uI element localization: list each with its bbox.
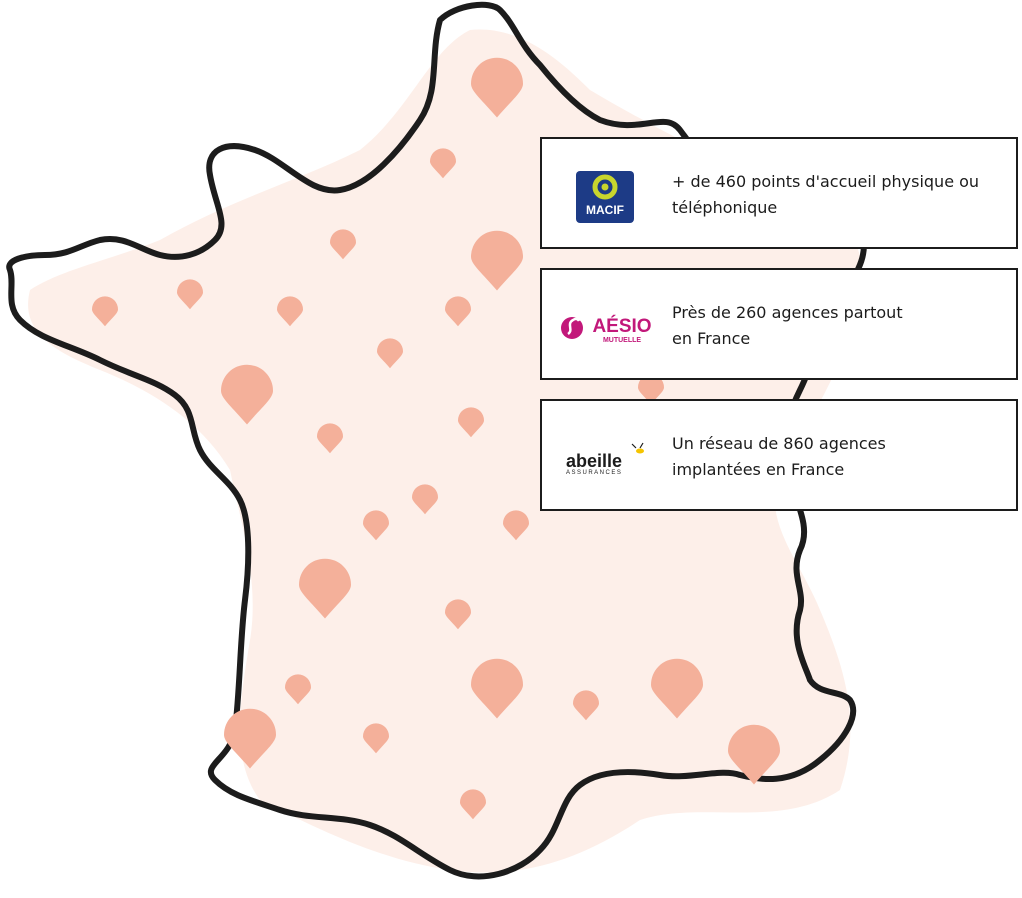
map-pin-icon <box>445 296 471 327</box>
map-pin-icon <box>445 599 471 630</box>
bee-icon <box>631 442 644 454</box>
map-pin-icon <box>317 423 343 454</box>
map-pin-icon <box>638 374 664 405</box>
map-pin-icon <box>299 558 351 619</box>
aesio-logo-subtext: MUTUELLE <box>603 337 641 344</box>
map-pin-icon <box>573 690 599 721</box>
map-pin-icon <box>651 658 703 719</box>
aesio-description: Près de 260 agences partout en France <box>672 300 1007 352</box>
aesio-logo-icon: AÉSIO MUTUELLE <box>561 315 652 344</box>
map-pin-icon <box>363 510 389 541</box>
map-pin-icon <box>285 674 311 705</box>
abeille-description: Un réseau de 860 agences implantées en F… <box>672 431 1007 483</box>
abeille-logo-container: abeille ASSURANCES <box>560 421 670 489</box>
map-pin-icon <box>728 724 780 785</box>
network-card-aesio: AÉSIO MUTUELLE Près de 260 agences parto… <box>540 268 1018 380</box>
map-pin-icon <box>460 789 486 820</box>
macif-logo-icon: MACIF <box>576 171 634 223</box>
map-pin-icon <box>363 723 389 754</box>
abeille-line-1: Un réseau de 860 agences <box>672 434 886 453</box>
macif-logo-text: MACIF <box>586 203 624 217</box>
map-pin-icon <box>471 658 523 719</box>
map-pin-icon <box>430 148 456 179</box>
agency-pins <box>92 57 780 820</box>
network-card-abeille: abeille ASSURANCES Un réseau de 860 agen… <box>540 399 1018 511</box>
map-pin-icon <box>224 708 276 769</box>
abeille-logo-icon: abeille ASSURANCES <box>566 442 644 476</box>
map-pin-icon <box>412 484 438 515</box>
map-pin-icon <box>221 364 273 425</box>
network-card-macif: MACIF + de 460 points d'accueil physique… <box>540 137 1018 249</box>
abeille-logo-text: abeille <box>566 451 622 471</box>
map-pin-icon <box>277 296 303 327</box>
aesio-line-1: Près de 260 agences partout <box>672 303 903 322</box>
map-pin-icon <box>503 510 529 541</box>
map-pin-icon <box>177 279 203 310</box>
abeille-line-2: implantées en France <box>672 460 845 479</box>
macif-logo-container: MACIF <box>560 159 670 227</box>
map-pin-icon <box>458 407 484 438</box>
map-pin-icon <box>330 229 356 260</box>
macif-line-2: téléphonique <box>672 198 778 217</box>
map-pin-icon <box>471 57 523 118</box>
abeille-logo-subtext: ASSURANCES <box>566 470 622 476</box>
macif-description: + de 460 points d'accueil physique ou té… <box>672 169 1007 221</box>
aesio-logo-container: AÉSIO MUTUELLE <box>560 290 670 358</box>
macif-line-1: + de 460 points d'accueil physique ou <box>672 172 980 191</box>
map-pin-icon <box>92 296 118 327</box>
aesio-logo-text: AÉSIO <box>592 315 651 337</box>
map-pin-icon <box>471 230 523 291</box>
map-pin-icon <box>377 338 403 369</box>
aesio-line-2: en France <box>672 329 751 348</box>
